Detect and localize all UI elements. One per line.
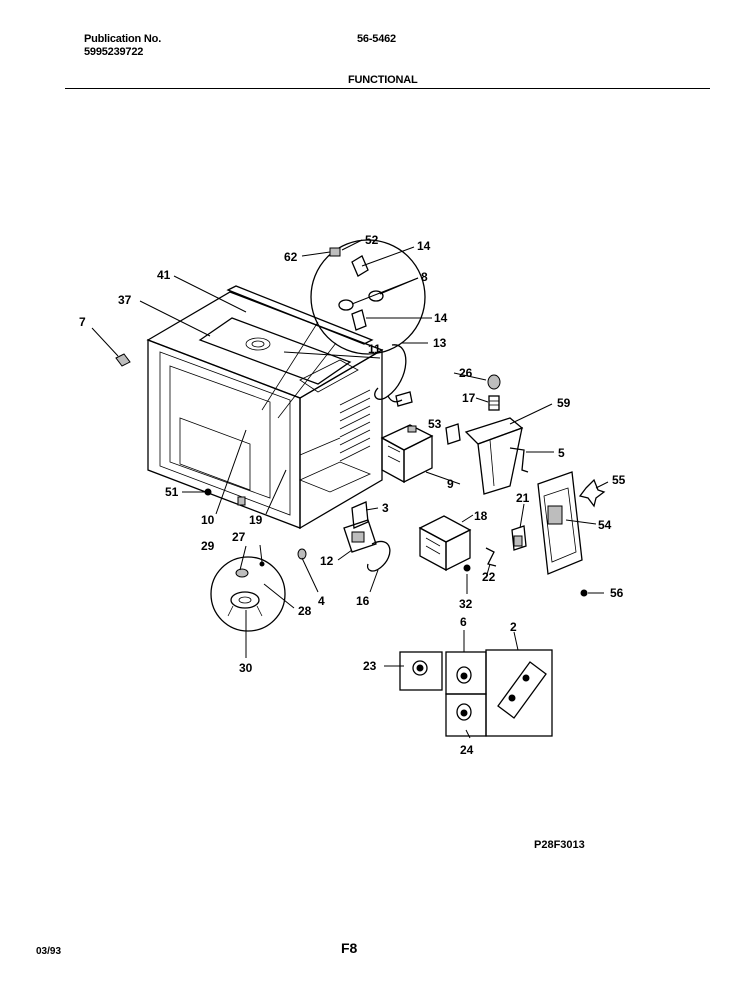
callout-12: 12 [320, 554, 334, 568]
drawing-reference: P28F3013 [534, 839, 585, 851]
callout-52: 52 [365, 233, 379, 247]
part-22-wire [485, 547, 497, 567]
callout-7: 7 [79, 315, 86, 329]
callout-27: 27 [232, 530, 246, 544]
callout-3: 3 [382, 501, 389, 515]
callout-13: 13 [433, 336, 447, 350]
section-title: FUNCTIONAL [348, 74, 418, 86]
callout-28: 28 [298, 604, 312, 618]
callout-17: 17 [462, 391, 476, 405]
cabinet-assembly [146, 291, 384, 530]
part-7-cord-clamp [115, 353, 131, 367]
callout-29: 29 [201, 539, 215, 553]
callout-14a: 14 [417, 239, 431, 253]
part-10-latch [237, 496, 246, 506]
callout-59: 59 [557, 396, 571, 410]
callout-55: 55 [612, 473, 626, 487]
callout-8: 8 [421, 270, 428, 284]
part-24-box [445, 693, 487, 737]
part-2-box [485, 649, 553, 737]
part-59-bracket [464, 417, 524, 495]
callout-32: 32 [459, 597, 473, 611]
page-number: F8 [341, 940, 358, 956]
part-56-screw [580, 589, 588, 597]
callout-16: 16 [356, 594, 370, 608]
callout-6: 6 [460, 615, 467, 629]
part-5-spring [509, 447, 529, 473]
part-32-screw [463, 564, 471, 572]
callout-37: 37 [118, 293, 132, 307]
part-13-power-cord [374, 344, 413, 407]
callout-30: 30 [239, 661, 253, 675]
part-16-wire-harness [366, 540, 391, 572]
callout-22: 22 [482, 570, 496, 584]
part-12-fuse [343, 519, 377, 553]
footer-date: 03/93 [36, 946, 62, 957]
callout-4: 4 [318, 594, 325, 608]
part-26-lamp [487, 374, 501, 390]
header-rule [65, 88, 710, 89]
part-4-foot [297, 548, 307, 560]
part-54-fan-shroud [537, 471, 583, 575]
callout-labels: 7 37 41 62 52 14 8 14 11 13 26 17 59 53 … [79, 233, 626, 757]
callout-56: 56 [610, 586, 624, 600]
part-53-switch [445, 423, 461, 445]
publication-label: Publication No. [84, 33, 162, 45]
publication-number: 5995239722 [84, 46, 144, 58]
callout-53: 53 [428, 417, 442, 431]
callout-24: 24 [460, 743, 474, 757]
callout-2: 2 [510, 620, 517, 634]
callout-18: 18 [474, 509, 488, 523]
callout-23: 23 [363, 659, 377, 673]
callout-51: 51 [165, 485, 179, 499]
part-17-socket [488, 395, 500, 411]
callout-10: 10 [201, 513, 215, 527]
part-6-box [445, 651, 487, 695]
callout-14b: 14 [434, 311, 448, 325]
callout-41: 41 [157, 268, 171, 282]
callout-9: 9 [447, 477, 454, 491]
callout-19: 19 [249, 513, 263, 527]
part-18-capacitor [418, 515, 472, 572]
part-9-transformer [380, 424, 434, 484]
leader-lines [91, 239, 609, 739]
model-number: 56-5462 [357, 33, 396, 45]
callout-54: 54 [598, 518, 612, 532]
callout-62: 62 [284, 250, 298, 264]
detail-circle-thermostat [210, 556, 286, 632]
callout-11: 11 [368, 342, 381, 356]
part-55-fan-blade [578, 478, 606, 508]
callout-26: 26 [459, 366, 473, 380]
part-21-relay [511, 525, 527, 551]
callout-5: 5 [558, 446, 565, 460]
callout-21: 21 [516, 491, 530, 505]
part-23-box [399, 651, 443, 691]
